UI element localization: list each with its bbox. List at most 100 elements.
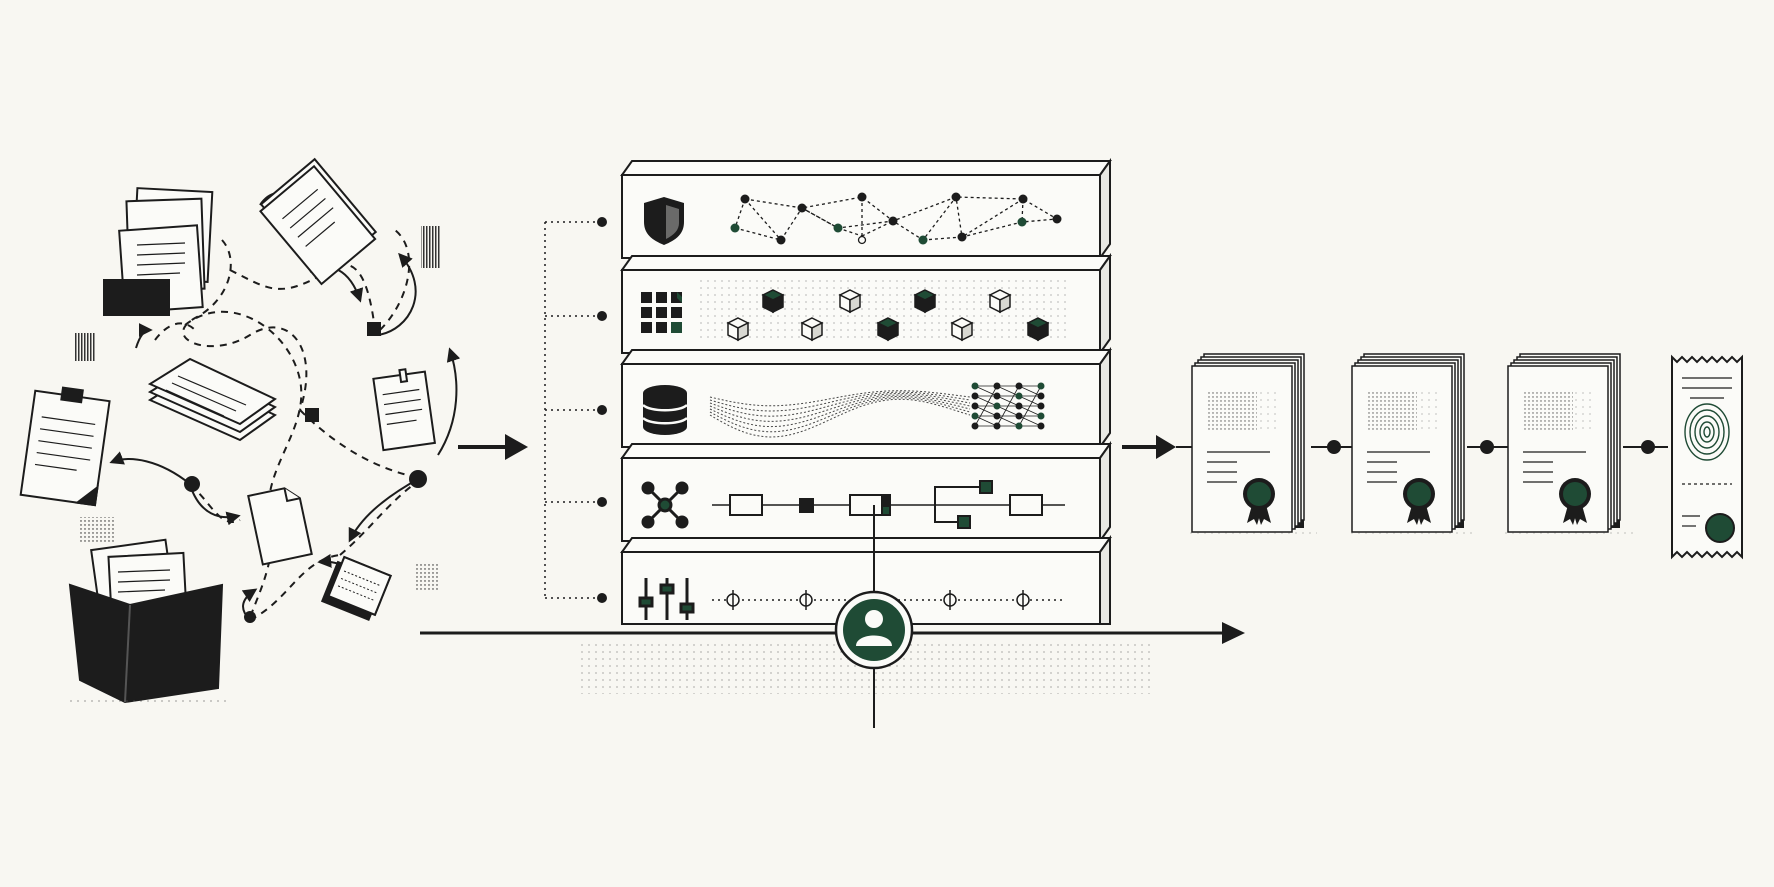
document-stack-icon: [103, 187, 214, 316]
document-image: [1207, 392, 1257, 432]
node-dot: [993, 422, 1001, 430]
output-chain: [1176, 440, 1668, 454]
node-link: [996, 415, 1020, 427]
scattered-cubes: [726, 289, 1050, 342]
wave-to-nodes: [709, 382, 1045, 438]
intake-arrow: [458, 434, 528, 460]
node-link: [974, 395, 998, 407]
grid-blocks-icon: [641, 292, 682, 333]
document-image-fade: [1417, 392, 1437, 432]
node-dot: [1037, 382, 1045, 390]
node-link: [974, 405, 998, 417]
cube-icon: [950, 317, 974, 342]
node-dot: [971, 392, 979, 400]
timeline-arrow: [420, 622, 1245, 644]
document-sheet: [1507, 365, 1609, 533]
node-dot: [1015, 382, 1023, 390]
document-shadow: [1347, 528, 1477, 536]
center-paper-pile-icon: [147, 357, 277, 442]
graph-nodes-icon: [641, 481, 689, 529]
cube-icon: [876, 317, 900, 342]
node-dot: [1015, 412, 1023, 420]
node-dot: [971, 402, 979, 410]
wave-line: [709, 397, 971, 433]
cube-icon: [913, 289, 937, 314]
seal-icon: [1705, 513, 1735, 543]
junction-markers: [184, 322, 427, 623]
document-shadow: [1503, 528, 1633, 536]
node-dot: [971, 412, 979, 420]
certified-outputs: [1187, 353, 1633, 536]
database-icon: [642, 385, 688, 435]
ribbon-seal-icon: [1559, 478, 1591, 525]
node-dot: [993, 392, 1001, 400]
folder-box-icon: [68, 538, 230, 706]
node-dot: [1037, 422, 1045, 430]
bus-ports: [597, 217, 607, 603]
checkpoint-line: [712, 590, 1065, 610]
layer-workflow: [620, 440, 1112, 545]
certified-document: [1503, 353, 1633, 536]
node-dot: [1037, 392, 1045, 400]
node-dot: [1037, 402, 1045, 410]
node-link: [996, 395, 1020, 407]
calendar-pad-icon: [320, 555, 392, 622]
cube-icon: [838, 289, 862, 314]
node-dot: [993, 402, 1001, 410]
ribbon-seal-icon: [1403, 478, 1435, 525]
cube-icon: [1026, 317, 1050, 342]
document-image: [1367, 392, 1417, 432]
wave-line: [709, 394, 971, 422]
document-image: [1523, 392, 1573, 432]
document-sheet: [1351, 365, 1453, 533]
node-link: [1018, 405, 1042, 417]
sliders-icon: [638, 578, 695, 620]
node-link: [974, 385, 998, 427]
cube-icon: [726, 317, 750, 342]
shield-icon: [644, 197, 684, 245]
node-link: [996, 405, 1020, 417]
input-zone: [109, 186, 461, 623]
document-image-fade: [1257, 392, 1277, 432]
wave-line: [709, 398, 971, 438]
dotted-bus: [544, 221, 598, 599]
document-shadow: [1187, 528, 1317, 536]
wave-line: [709, 393, 971, 417]
texture-swatches: [74, 226, 441, 591]
layer-security: [620, 157, 1112, 262]
cube-icon: [988, 289, 1012, 314]
single-page-icon: [247, 487, 313, 566]
node-dot: [1015, 422, 1023, 430]
node-link: [996, 385, 1020, 427]
wave-line: [709, 395, 971, 428]
node-link: [1018, 385, 1042, 397]
certified-document: [1187, 353, 1317, 536]
node-dot: [971, 422, 979, 430]
paper-pile-icon: [259, 157, 378, 286]
node-dot: [993, 412, 1001, 420]
fingerprint-icon: [1684, 403, 1730, 461]
clipboard-icon: [19, 386, 111, 507]
wave-line: [709, 390, 971, 407]
wave-line: [709, 391, 971, 412]
ribbon-seal-icon: [1243, 478, 1275, 525]
node-dot: [1037, 412, 1045, 420]
node-link: [974, 415, 998, 427]
node-dot: [1015, 392, 1023, 400]
document-sheet: [1191, 365, 1293, 533]
node-dot: [1015, 402, 1023, 410]
node-link: [1018, 415, 1042, 427]
node-dot: [971, 382, 979, 390]
box-flowchart: [712, 480, 1065, 529]
layer-data: [620, 346, 1112, 451]
cube-icon: [800, 317, 824, 342]
node-link: [996, 385, 1020, 397]
node-link: [1018, 395, 1042, 407]
cube-icon: [761, 289, 785, 314]
note-icon: [372, 368, 437, 452]
node-link: [1018, 385, 1042, 427]
document-image-fade: [1573, 392, 1593, 432]
person-icon: [834, 590, 914, 670]
node-dot: [993, 382, 1001, 390]
